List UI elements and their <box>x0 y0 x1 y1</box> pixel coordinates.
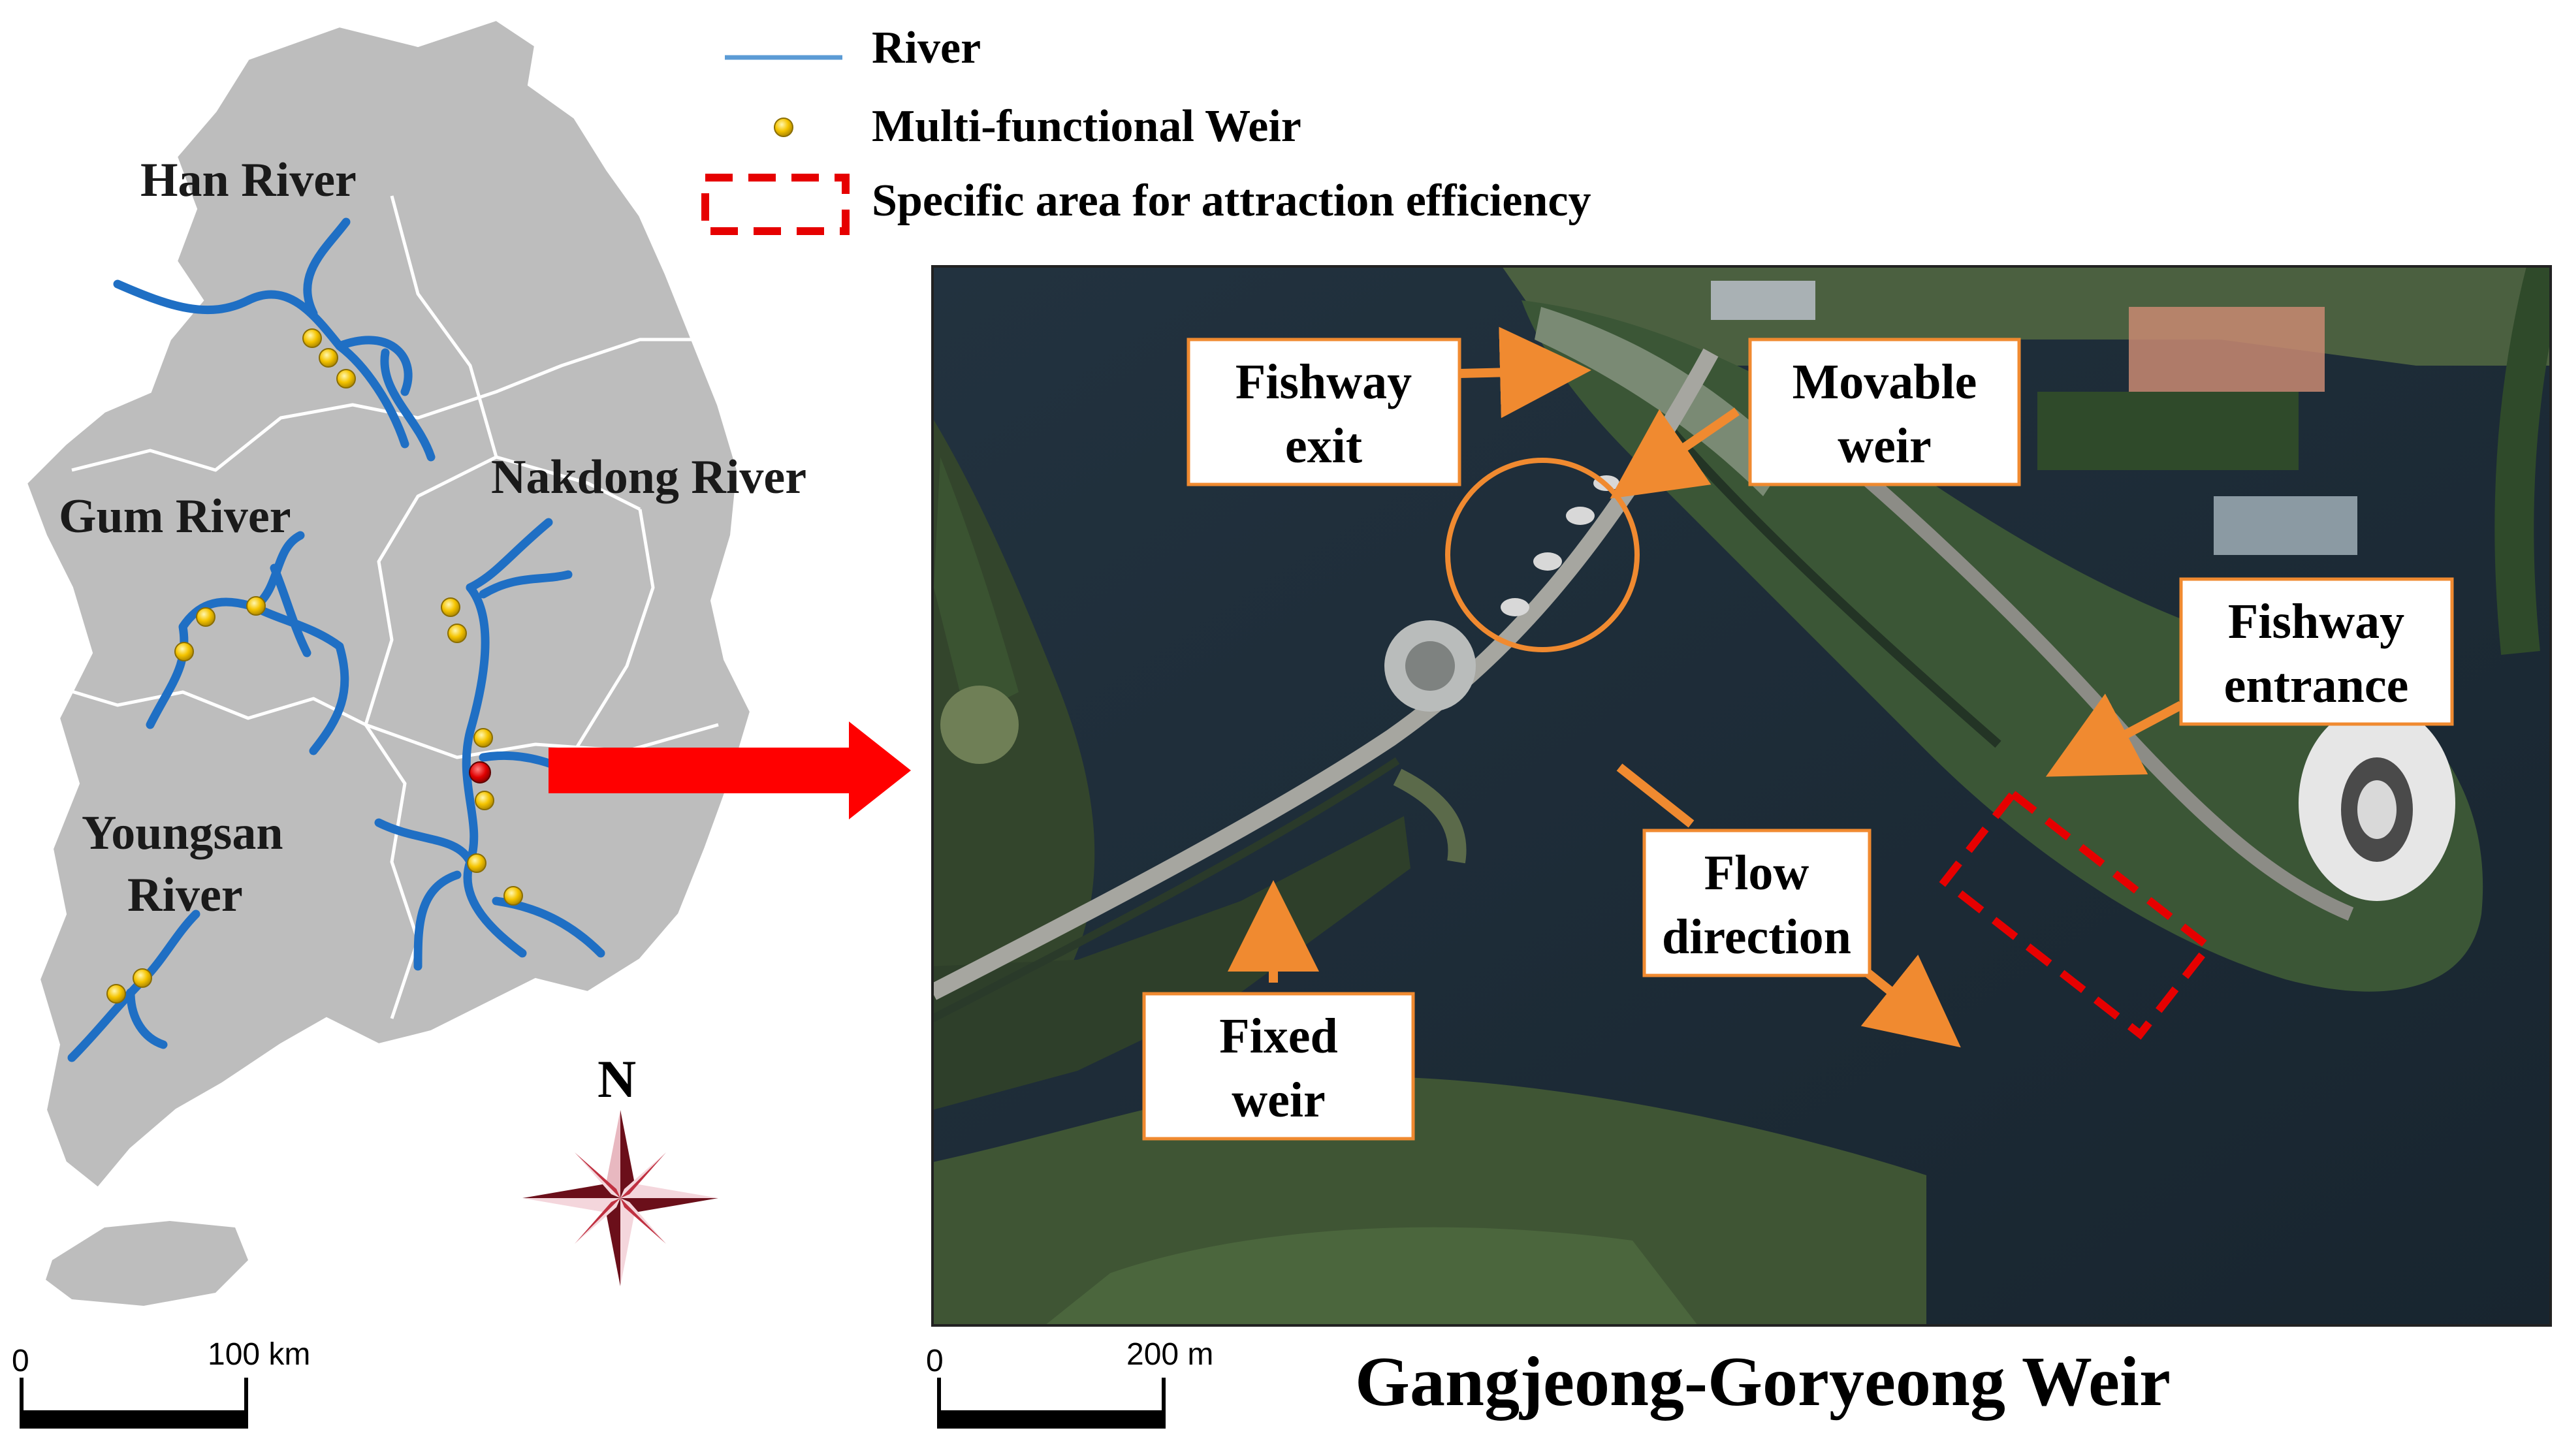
weir-dot-icon <box>467 853 486 873</box>
callout-flow-direction: Flow direction <box>1642 829 1872 977</box>
highlight-weir-dot <box>469 761 491 783</box>
callout-fixed-weir: Fixed weir <box>1142 992 1415 1141</box>
callout-fixed-weir-line1: Fixed <box>1219 1009 1338 1064</box>
korea-map: Han River Gum River Nakdong River Youngs… <box>12 18 806 1429</box>
weir-dot-icon <box>133 968 152 988</box>
weir-dot-icon <box>174 642 194 661</box>
arrow-movable-weir <box>1610 407 1740 499</box>
weir-dot-icon <box>447 624 467 643</box>
label-youngsan-river-2: River <box>127 868 243 922</box>
weir-dot-icon <box>246 596 266 616</box>
weir-dot-icon <box>302 328 322 348</box>
north-label: N <box>597 1049 636 1109</box>
callout-movable-weir: Movable weir <box>1748 338 2021 486</box>
legend-weir-label: Multi-functional Weir <box>872 101 1301 151</box>
bridge <box>932 348 1719 1000</box>
map-title: Gangjeong-Goryeong Weir <box>1355 1343 2171 1421</box>
weir-dot-icon <box>106 984 126 1004</box>
weir-dots <box>106 328 523 1004</box>
callout-fishway-entrance-line2: entrance <box>2224 658 2409 713</box>
label-han-river: Han River <box>140 153 357 207</box>
callout-fishway-exit-line1: Fishway <box>1235 355 1412 409</box>
callout-fixed-weir-line2: weir <box>1232 1073 1325 1128</box>
attraction-area-box <box>1939 788 2214 1040</box>
legend-area-label: Specific area for attraction efficiency <box>872 176 1591 226</box>
scalebar-left-zero: 0 <box>12 1344 29 1378</box>
callout-flow-direction-line1: Flow <box>1704 846 1809 900</box>
aerial-photo: Fishway exit Movable weir Fishway entran… <box>931 265 2552 1327</box>
jeju-island <box>46 1221 248 1306</box>
nakdong-river <box>462 583 527 958</box>
movable-weir-highlight-circle <box>1445 458 1640 652</box>
right-arrow-icon <box>549 721 911 819</box>
scalebar-right: 0 200 m <box>926 1337 1213 1429</box>
callout-fishway-exit: Fishway exit <box>1187 338 1461 486</box>
scalebar-right-zero: 0 <box>926 1344 944 1378</box>
label-nakdong-river: Nakdong River <box>491 451 806 504</box>
label-youngsan-river-1: Youngsan <box>82 806 283 860</box>
callout-fishway-entrance: Fishway entrance <box>2179 577 2454 726</box>
weir-dot-icon <box>475 791 494 810</box>
callout-movable-weir-line1: Movable <box>1792 355 1977 409</box>
weir-dot-icon <box>336 369 356 388</box>
callout-boxes: Fishway exit Movable weir Fishway entran… <box>1142 338 2454 1141</box>
legend-area-swatch <box>701 174 850 235</box>
scalebar-left: 0 100 km <box>12 1337 310 1429</box>
arrow-flow-bottom <box>1860 955 1961 1048</box>
callout-fishway-entrance-line1: Fishway <box>2228 594 2404 649</box>
legend: River Multi-functional Weir Specific are… <box>701 23 1591 235</box>
compass-rose-icon: N <box>522 1049 718 1286</box>
weir-dot-icon <box>774 118 793 137</box>
label-gum-river: Gum River <box>59 490 291 543</box>
scalebar-left-end: 100 km <box>208 1337 310 1372</box>
province-boundaries <box>52 195 719 1019</box>
weir-dot-icon <box>319 348 338 368</box>
callout-movable-weir-line2: weir <box>1838 419 1931 473</box>
scalebar-right-end: 200 m <box>1126 1337 1213 1372</box>
callout-flow-direction-line2: direction <box>1662 910 1851 964</box>
callout-fishway-exit-line2: exit <box>1285 419 1362 473</box>
weir-dot-icon <box>441 597 460 617</box>
arrow-flow-top <box>1616 763 1695 828</box>
arrow-fishway-exit <box>1459 326 1591 419</box>
circular-plaza <box>940 686 1019 764</box>
weir-dot-icon <box>503 886 523 906</box>
arrow-fishway-entrance <box>2045 693 2184 777</box>
legend-river-label: River <box>872 23 981 73</box>
weir-dot-icon <box>196 607 215 627</box>
weir-dot-icon <box>473 728 493 748</box>
han-river <box>113 279 409 449</box>
